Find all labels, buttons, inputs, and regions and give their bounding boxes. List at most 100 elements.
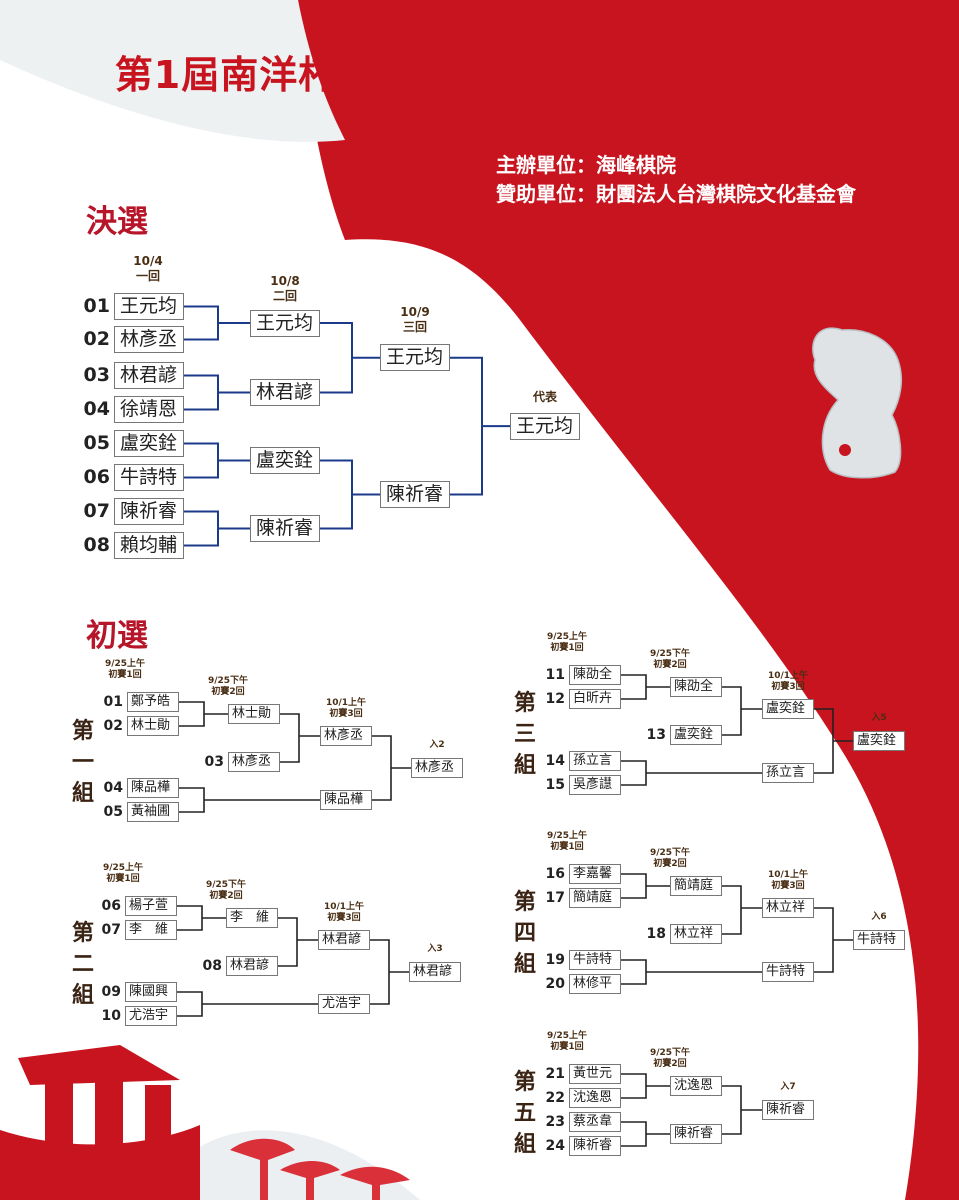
prelim-group-2-player-box: 陳國興 [125,982,177,1002]
prelim-group-3-r3-box: 盧奕銓 [762,699,814,719]
prelim-group-4-r3-box: 林立祥 [762,898,814,918]
prelim-section-title: 初選 [86,618,148,654]
prelim-group-3-player-box: 陳劭全 [569,665,621,685]
prelim-group-1-round-label: 9/25下午 初賽2回 [207,676,249,697]
prelim-group-3-player-box: 吳彥譿 [569,775,621,795]
prelim-group-3-r2-box: 孫立言 [762,763,814,783]
sponsor-text: 贊助單位：財團法人台灣棋院文化基金會 [496,182,856,206]
prelim-group-1-player-box: 黃袖圃 [127,802,179,822]
prelim-group-1-connector [179,701,205,727]
prelim-group-4-connector [814,907,834,973]
prelim-group-5-seed-number: 22 [545,1090,565,1106]
prelim-group-1-label: 第一組 [71,719,94,806]
prelim-group-3-r2-box: 陳劭全 [670,677,722,697]
final-r2-player-box: 盧奕銓 [250,447,320,474]
prelim-group-2-player-box: 尤浩宇 [125,1006,177,1026]
prelim-group-5-seed-number: 21 [545,1066,565,1082]
prelim-group-5-winner-box: 陳祈睿 [762,1100,814,1120]
prelim-group-1-seed-number: 02 [103,718,123,734]
prelim-group-5-player-box: 蔡丞韋 [569,1112,621,1132]
prelim-group-2-player-box: 楊子萱 [125,896,177,916]
prelim-group-2-round-label: 9/25下午 初賽2回 [205,880,247,901]
prelim-group-5-player-box: 陳祈睿 [569,1136,621,1156]
prelim-group-1-player-box: 陳品樺 [127,778,179,798]
prelim-group-2-advance-label: 入3 [427,944,443,954]
prelim-group-1-winner-box: 林彥丞 [411,758,463,778]
final-seed-number: 05 [83,432,110,454]
prelim-group-1-connector [372,735,392,801]
prelim-group-3-connector [621,674,647,700]
final-r1-player-box: 牛詩特 [114,464,184,491]
prelim-group-5-player-box: 黃世元 [569,1064,621,1084]
final-round-label: 10/9 三回 [400,305,430,334]
prelim-group-4-seed-number: 20 [545,976,565,992]
prelim-group-5-connector [621,1121,647,1147]
prelim-group-3-round-label: 9/25下午 初賽2回 [649,649,691,670]
final-r2-player-box: 王元均 [250,309,320,337]
page-title: 第1屆南洋杯世界圍棋大師賽台灣代表選拔 [114,53,845,97]
final-r1-player-box: 林君諺 [114,362,184,389]
prelim-group-3-player-box: 盧奕銓 [670,725,722,745]
prelim-group-4-player-box: 林立祥 [670,924,722,944]
prelim-group-1-player-box: 鄭予皓 [127,692,179,712]
prelim-group-5-seed-number: 23 [545,1114,565,1130]
prelim-group-3-round-label: 9/25上午 初賽1回 [546,632,588,653]
final-r2-player-box: 陳祈睿 [250,515,320,542]
grey-corner-shape [0,0,345,142]
prelim-group-5-advance-label: 入7 [780,1082,796,1092]
merlion-icon [812,327,903,479]
prelim-group-4-r2-box: 簡靖庭 [670,876,722,896]
prelim-group-1-connector [280,713,300,763]
final-section-title: 決選 [86,204,148,240]
prelim-group-5-player-box: 沈逸恩 [569,1088,621,1108]
prelim-group-4-connector [621,959,647,985]
prelim-group-1-connector [179,787,205,813]
prelim-group-2-seed-number: 08 [202,958,222,974]
prelim-group-1-advance-label: 入2 [429,740,445,750]
final-round-label: 代表 [532,390,557,404]
prelim-group-1-r2-box: 陳品樺 [320,790,372,810]
prelim-group-1-seed-number: 04 [103,780,123,796]
prelim-group-4-round-label: 10/1上午 初賽3回 [767,870,809,891]
prelim-group-4-r2-box: 牛詩特 [762,962,814,982]
prelim-group-3-label: 第三組 [513,691,536,778]
prelim-group-5-round-label: 9/25上午 初賽1回 [546,1031,588,1052]
final-seed-number: 03 [83,364,110,386]
final-r2-player-box: 林君諺 [250,379,320,406]
prelim-group-3-winner-box: 盧奕銓 [853,731,905,751]
final-seed-number: 01 [83,295,110,317]
prelim-group-4-advance-label: 入6 [871,912,887,922]
prelim-group-1-r2-box: 林士勛 [228,704,280,724]
prelim-group-1-seed-number: 01 [103,694,123,710]
final-r3-player-box: 陳祈睿 [380,481,450,508]
prelim-group-4-round-label: 9/25下午 初賽2回 [649,848,691,869]
final-r1-player-box: 林彥丞 [114,326,184,353]
prelim-group-5-seed-number: 24 [545,1138,565,1154]
final-winner-box: 王元均 [510,412,580,440]
prelim-group-2-r2-box: 李 維 [226,908,278,928]
prelim-group-2-seed-number: 10 [101,1008,121,1024]
final-r1-player-box: 盧奕銓 [114,430,184,457]
prelim-group-2-connector [370,939,390,1005]
final-round-label: 10/4 一回 [133,254,163,283]
prelim-group-2-connector [177,905,203,931]
prelim-group-3-player-box: 孫立言 [569,751,621,771]
prelim-group-5-label: 第五組 [513,1070,536,1157]
prelim-group-1-player-box: 林彥丞 [228,752,280,772]
prelim-group-1-seed-number: 03 [204,754,224,770]
prelim-group-2-seed-number: 09 [101,984,121,1000]
prelim-group-3-seed-number: 14 [545,753,565,769]
prelim-group-1-round-label: 10/1上午 初賽3回 [325,698,367,719]
prelim-group-2-player-box: 林君諺 [226,956,278,976]
prelim-group-3-connector [621,760,647,786]
prelim-group-5-connector [722,1085,742,1135]
grey-bottom-shape [150,1130,420,1200]
final-r1-player-box: 徐靖恩 [114,396,184,423]
marina-bay-skyline-icon [0,1045,410,1200]
prelim-group-4-round-label: 9/25上午 初賽1回 [546,831,588,852]
prelim-group-3-seed-number: 13 [646,727,666,743]
prelim-group-2-seed-number: 07 [101,922,121,938]
